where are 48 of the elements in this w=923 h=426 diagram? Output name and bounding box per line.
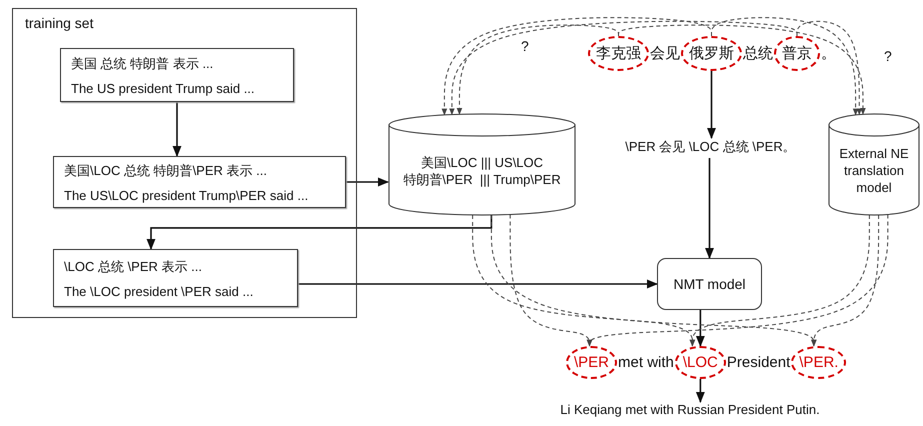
model-box: NMT model (657, 258, 762, 310)
sentence-text: The \LOC president \PER said ... (64, 284, 254, 298)
arrow (696, 310, 705, 348)
group-frame (12, 8, 357, 318)
group-title: training set (25, 15, 94, 31)
dashed-arrow (442, 17, 712, 116)
sentence-text: The US\LOC president Trump\PER said ... (64, 188, 310, 202)
label-text: President (726, 354, 792, 371)
label-text: ? (521, 38, 529, 54)
dashed-arrow (711, 17, 858, 116)
dashed-arrow (456, 24, 619, 116)
label-text: ? (884, 48, 892, 64)
sentence-text: Li Keqiang met with Russian President Putin. (520, 402, 860, 420)
sentence-box (53, 156, 346, 208)
dashed-arrow (586, 214, 888, 347)
dashed-arrow (796, 20, 862, 116)
dashed-arrow (490, 214, 817, 347)
arrow (696, 379, 705, 404)
cylinder-text: External NE translation model (838, 146, 910, 197)
label-text: 。 (820, 44, 837, 63)
entity-ellipse: 李克强 (588, 36, 649, 71)
entity-ellipse: 俄罗斯 (681, 36, 742, 71)
arrow (705, 158, 714, 260)
sentence-text: 美国\LOC 总统 特朗普\PER 表示 ... (64, 162, 268, 180)
sentence-text: \PER 会见 \LOC 总统 \PER。 (598, 138, 823, 158)
dashed-arrow (690, 214, 870, 347)
sentence-text: The US president Trump said ... (71, 80, 256, 96)
entity-ellipse: \LOC (674, 346, 726, 379)
label-text: 总统 (742, 44, 774, 63)
arrow (707, 71, 716, 140)
arrow (346, 178, 390, 186)
dashed-arrow (449, 20, 798, 116)
sentence-text: \LOC 总统 \PER 表示 ... (64, 258, 203, 276)
sentence-box (53, 249, 298, 307)
sentence-text: 美国 总统 特朗普 表示 ... (71, 54, 214, 72)
cylinder-text: 美国\LOC ||| US\LOC (420, 154, 544, 172)
entity-ellipse: 普京 (774, 36, 820, 71)
dashed-arrow (811, 214, 880, 347)
dashed-arrow (618, 24, 866, 116)
entity-ellipse: \PER (566, 346, 618, 379)
label-text: met with (617, 354, 675, 371)
entity-ellipse: \PER. (791, 346, 846, 379)
arrow (172, 102, 182, 158)
cylinder-text: 特朗普\PER ||| Trump\PER (403, 172, 561, 188)
label-text: 会见 (649, 44, 681, 63)
arrow (298, 280, 658, 288)
sentence-box (60, 48, 294, 102)
arrow (146, 214, 492, 250)
